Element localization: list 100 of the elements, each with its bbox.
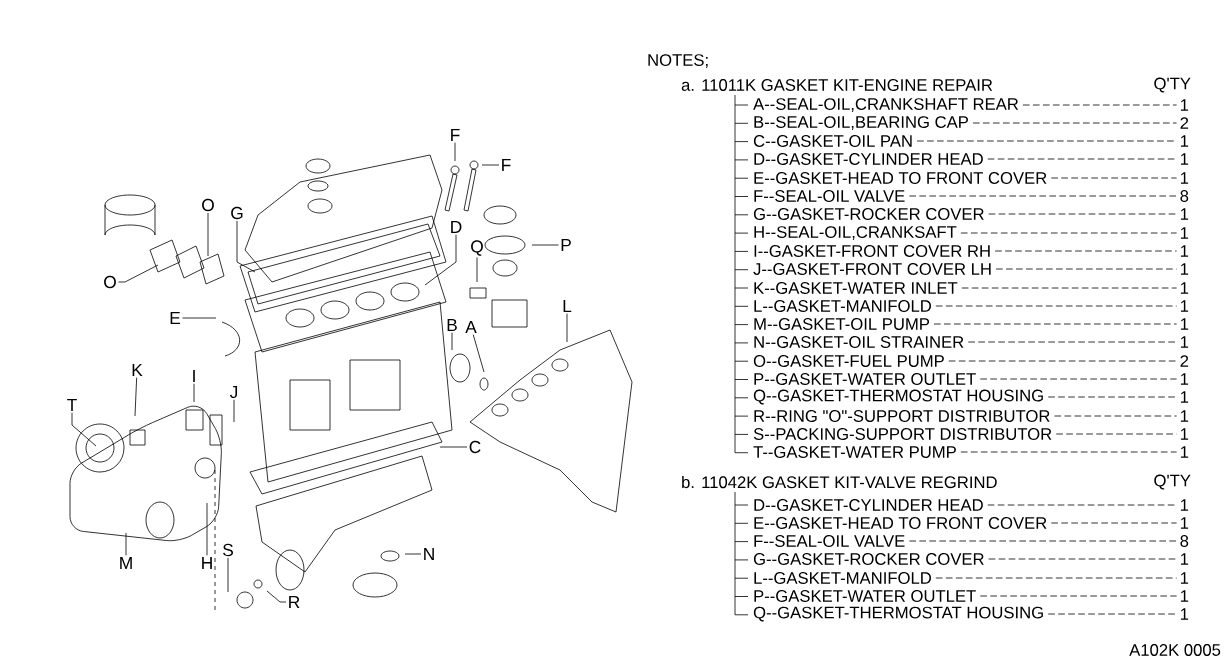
leader-line [439,446,468,448]
part-description: J--GASKET-FRONT COVER LH [753,263,991,275]
callout-letter: D [451,221,462,233]
part-description: R--RING "O"-SUPPORT DISTRIBUTOR [754,410,1050,422]
part-description: M--GASKET-OIL PUMP [754,318,930,330]
leader-line [472,334,485,373]
quantity: 1 [1180,517,1189,529]
quantity: 1 [1180,428,1189,440]
callout-letter: K [132,364,143,376]
quantity: 1 [1180,410,1189,422]
leader-line [193,383,195,403]
part-description: A--SEAL-OIL,CRANKSHAFT REAR [753,98,1019,112]
quantity: 1 [1180,499,1189,511]
callout-letter: L [563,300,572,312]
part-description: Q--GASKET-THERMOSTAT HOUSING [753,606,1043,622]
callout-letter: S [223,543,233,557]
part-description: G--GASKET-ROCKER COVER [753,208,984,220]
callout-letter: O [104,275,116,289]
part-description: T--GASKET-WATER PUMP [753,446,956,458]
part-description: F--SEAL-OIL VALVE [754,190,905,202]
quantity: 1 [1180,446,1189,458]
quantity: 8 [1180,535,1189,547]
quantity: 1 [1180,336,1189,348]
callout-letter: F [502,159,511,171]
callout-letter: B [447,319,457,331]
part-description: H--SEAL-OIL,CRANKSAFT [754,226,957,240]
quantity: 1 [1180,318,1189,330]
part-description: D--GASKET-CYLINDER HEAD [754,499,983,511]
part-description: P--GASKET-WATER OUTLET [754,373,976,385]
callout-letter: Q [471,240,483,256]
part-description: N--GASKET-OIL STRAINER [754,336,964,348]
part-description: B--SEAL-OIL,BEARING CAP [754,116,968,130]
quantity: 8 [1180,190,1189,202]
quantity: 1 [1180,590,1189,602]
leader-line [134,377,138,417]
quantity: 1 [1180,391,1189,403]
leader-line [118,264,159,283]
part-description: L--GASKET-MANIFOLD [754,300,931,312]
part-description: E--GASKET-HEAD TO FRONT COVER [754,517,1047,529]
callout-letter: O [202,198,214,212]
leader-line [233,399,235,423]
part-description: P--GASKET-WATER OUTLET [754,590,976,602]
quantity: 1 [1180,263,1189,275]
leader-line [424,234,457,286]
part-description: D--GASKET-CYLINDER HEAD [754,153,983,165]
callout-letter: A [465,321,477,333]
quantity: 1 [1180,227,1189,239]
quantity: 1 [1180,553,1189,565]
kit-heading: a. 11011K GASKET KIT-ENGINE REPAIR [681,79,993,91]
part-description: K--GASKET-WATER INLET [754,282,958,294]
quantity: 1 [1180,245,1189,257]
quantity: 1 [1180,282,1189,294]
part-description: L--GASKET-MANIFOLD [754,572,931,584]
quantity: 1 [1180,172,1189,184]
callout-letter: R [289,596,300,608]
quantity: 1 [1180,135,1189,147]
leader-line [404,553,422,555]
quantity: 1 [1180,208,1189,220]
quantity-heading: Q'TY [1154,474,1191,490]
part-description: S--PACKING-SUPPORT DISTRIBUTOR [753,428,1052,440]
drawing-number: A102K 0005 [1129,644,1221,656]
leader-line [125,532,127,556]
leader-line [454,142,456,162]
leader-line [481,164,500,166]
callout-letter: J [229,385,238,399]
kit-heading: b. 11042K GASKET KIT-VALVE REGRIND [682,475,997,489]
part-description: Q--GASKET-THERMOSTAT HOUSING [753,389,1043,405]
quantity: 2 [1180,355,1189,367]
quantity: 1 [1180,153,1189,165]
callout-letter: G [231,206,243,220]
leader-line [207,212,209,257]
part-description: E--GASKET-HEAD TO FRONT COVER [754,172,1047,184]
part-description: O--GASKET-FUEL PUMP [753,355,944,367]
leader-line [451,332,453,351]
callout-letter: M [120,557,132,569]
leader-line [182,317,217,319]
quantity: 1 [1180,608,1189,620]
quantity: 1 [1180,99,1189,111]
callout-letter: H [202,557,212,569]
part-description: G--GASKET-ROCKER COVER [753,553,984,565]
leader-line [227,557,229,593]
callout-letter: T [67,399,77,411]
part-description: F--SEAL-OIL VALVE [754,535,905,547]
callout-letter: N [424,548,434,560]
notes-heading: NOTES; [648,54,708,68]
quantity: 1 [1180,373,1189,385]
leader-line [531,244,559,246]
quantity: 1 [1180,300,1189,312]
callout-letter: I [193,370,195,382]
callout-letter: E [170,312,181,324]
leader-line [206,502,208,556]
leader-line [236,220,256,273]
part-description: C--GASKET-OIL PAN [753,135,912,147]
callout-letter: C [469,440,481,454]
leader-line [71,412,97,447]
quantity: 2 [1180,117,1189,129]
quantity: 1 [1180,572,1189,584]
leader-line [476,257,478,283]
leader-line [566,313,568,343]
leader-line [266,590,287,603]
